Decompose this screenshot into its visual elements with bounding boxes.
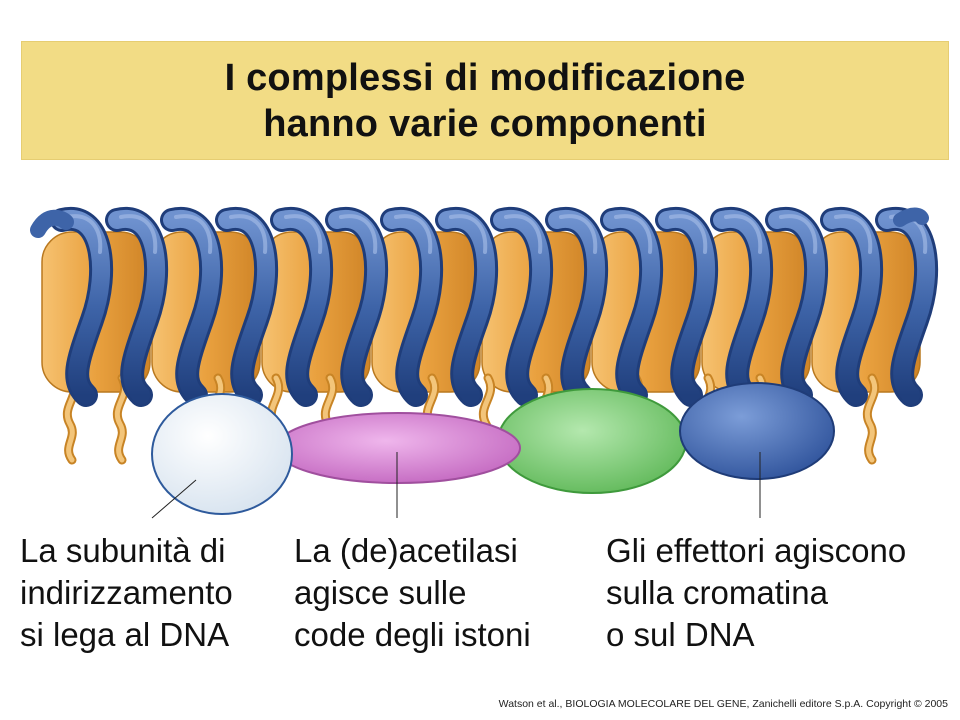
- dna-highlight: [669, 214, 708, 254]
- dna-loop: [383, 209, 441, 404]
- dna-loop: [108, 209, 166, 404]
- title-line-2: hanno varie componenti: [263, 102, 707, 145]
- label-acetylase-line: agisce sulle: [294, 574, 467, 611]
- dna-loop: [548, 209, 606, 404]
- dna-highlight: [394, 214, 433, 254]
- green-effector-subunit: [497, 388, 687, 494]
- dna-highlight: [504, 214, 543, 254]
- dna-highlight: [284, 214, 323, 254]
- dna-highlight: [64, 214, 103, 254]
- blue-effector-subunit: [679, 382, 835, 480]
- label-targeting-line: La subunità di: [20, 532, 226, 569]
- acetylase-subunit: [275, 412, 521, 484]
- label-acetylase-line: code degli istoni: [294, 616, 531, 653]
- dna-loop: [603, 209, 661, 404]
- label-acetylase: La (de)acetilasi agisce sulle code degli…: [294, 530, 531, 656]
- dna-highlight: [559, 214, 598, 254]
- title-line-1: I complessi di modificazione: [224, 56, 746, 99]
- dna-loop: [328, 209, 386, 404]
- label-acetylase-line: La (de)acetilasi: [294, 532, 518, 569]
- dna-highlight: [834, 214, 873, 254]
- label-targeting-subunit: La subunità di indirizzamento si lega al…: [20, 530, 233, 656]
- dna-end: [893, 207, 929, 227]
- dna-loop: [218, 209, 276, 404]
- dna-end: [30, 209, 74, 238]
- dna-highlight: [449, 214, 488, 254]
- chromatin-diagram: [30, 206, 939, 519]
- dna-highlight: [174, 214, 213, 254]
- histone-tail: [864, 375, 878, 463]
- dna-highlight: [724, 214, 763, 254]
- dna-loop: [273, 209, 331, 404]
- label-effectors-line: Gli effettori agiscono: [606, 532, 907, 569]
- dna-highlight: [614, 214, 653, 254]
- label-effectors-line: o sul DNA: [606, 616, 755, 653]
- dna-loop: [493, 209, 551, 404]
- copyright-credit: Watson et al., BIOLOGIA MOLECOLARE DEL G…: [498, 698, 948, 710]
- dna-coil: [30, 206, 939, 407]
- targeting-subunit: [151, 393, 293, 515]
- dna-loop: [658, 209, 716, 404]
- dna-loop: [53, 209, 111, 404]
- dna-highlight: [779, 214, 818, 254]
- dna-highlight: [339, 214, 378, 254]
- dna-loop: [438, 209, 496, 404]
- label-effectors-line: sulla cromatina: [606, 574, 828, 611]
- dna-loop: [823, 209, 881, 404]
- title-banner: I complessi di modificazione hanno varie…: [21, 41, 949, 160]
- dna-highlight: [229, 214, 268, 254]
- dna-loop: [713, 209, 771, 404]
- label-targeting-line: si lega al DNA: [20, 616, 230, 653]
- dna-highlight: [119, 214, 158, 254]
- pointer-line-targeting: [151, 479, 197, 519]
- dna-loop: [163, 209, 221, 404]
- label-effectors: Gli effettori agiscono sulla cromatina o…: [606, 530, 906, 656]
- label-targeting-line: indirizzamento: [20, 574, 233, 611]
- dna-loop: [878, 209, 936, 404]
- dna-loop: [768, 209, 826, 404]
